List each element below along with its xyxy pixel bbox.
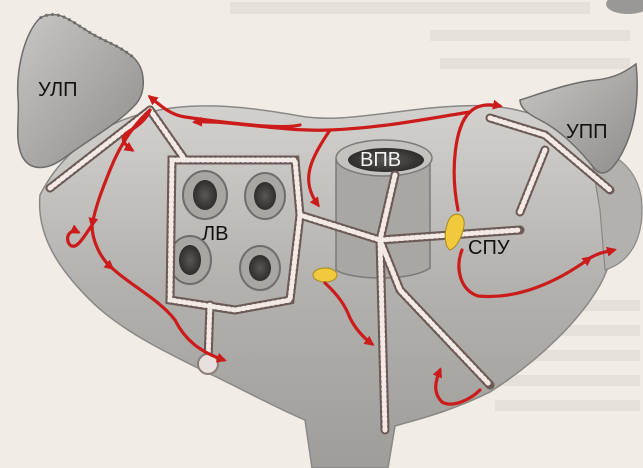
label-vpv: ВПВ <box>360 149 401 171</box>
label-lv: ЛВ <box>202 223 228 245</box>
av-node <box>313 268 337 282</box>
label-spu: СПУ <box>468 237 510 259</box>
label-ulp: УЛП <box>38 79 78 101</box>
atrial-body <box>40 106 614 468</box>
label-upp: УПП <box>566 121 607 143</box>
